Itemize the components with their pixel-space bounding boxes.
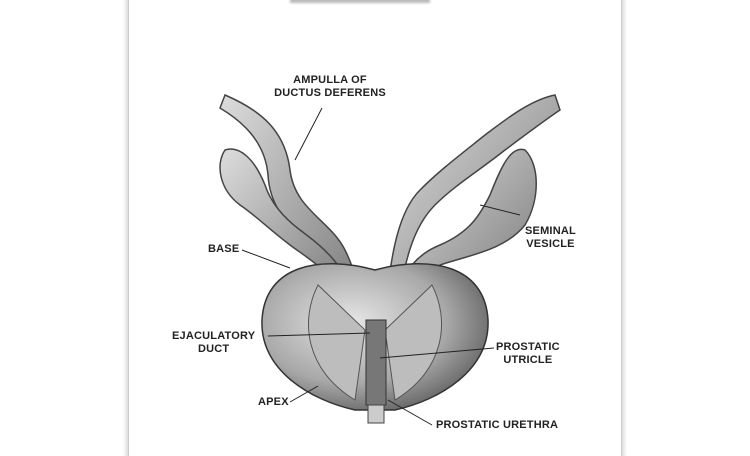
label-seminal-line2: VESICLE: [526, 238, 575, 250]
label-ampulla-line1: AMPULLA OF: [293, 74, 367, 86]
label-utricle-line2: UTRICLE: [503, 354, 553, 366]
label-seminal-line1: SEMINAL: [525, 225, 576, 237]
label-ampulla-line2: DUCTUS DEFERENS: [274, 87, 386, 99]
urethra-stub: [367, 404, 385, 424]
leader-lines: [241, 107, 521, 426]
cropped-title: [290, 0, 430, 3]
prostate-cut-right: [384, 284, 442, 401]
prostate-cut-left: [308, 284, 366, 401]
label-base: BASE: [208, 243, 240, 255]
label-prostatic-urethra: PROSTATIC URETHRA: [436, 419, 559, 431]
label-apex: APEX: [258, 396, 289, 408]
label-utricle-line1: PROSTATIC: [496, 341, 560, 353]
label-ejac-line1: EJACULATORY: [172, 330, 256, 342]
label-ejac-line2: DUCT: [197, 343, 230, 355]
